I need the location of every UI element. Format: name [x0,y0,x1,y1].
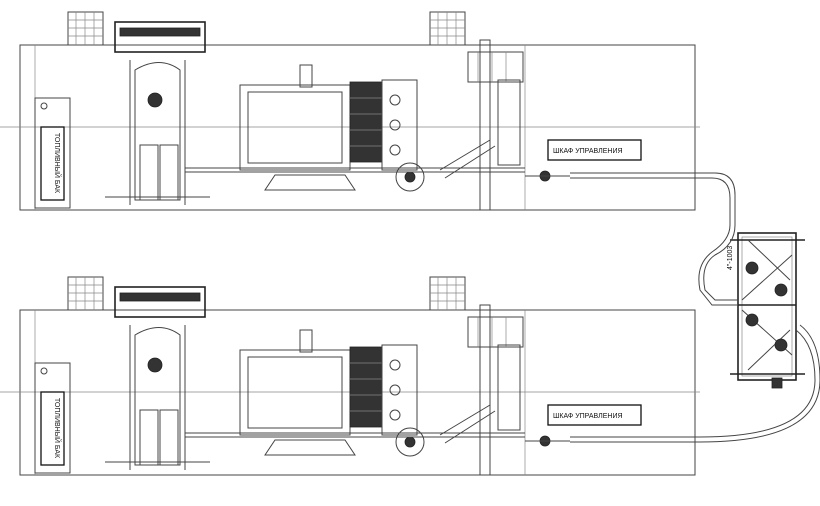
manifold-valve-icon [745,261,788,352]
pump-unit-2: ТОПЛИВНЫЙ БАК ШКАФ УПРАВЛЕНИЯ [0,276,700,476]
control-cabinet-label: ШКАФ УПРАВЛЕНИЯ [553,413,623,420]
manifold-skid: 4"-1003 [727,232,805,389]
radiator-grille-icon [67,11,466,46]
fuel-tank-label-box [40,126,65,201]
discharge-manifold-icon [439,39,570,211]
engine-icon [105,21,210,205]
discharge-line-upper [570,172,738,306]
radiator-grille-icon [67,276,466,311]
fuel-tank-label: ТОПЛИВНЫЙ БАК [53,398,62,459]
control-cabinet-label-box [547,404,642,426]
trailer-frame [19,44,696,211]
discharge-manifold-icon [439,304,570,476]
control-cabinet-label: ШКАФ УПРАВЛЕНИЯ [553,148,623,155]
trailer-frame [19,309,696,476]
fuel-tank-label-box [40,391,65,466]
engine-icon [105,286,210,470]
pump-unit-1: ТОПЛИВНЫЙ БАК ШКАФ УПРАВЛЕНИЯ [0,11,700,211]
manifold-line-label: 4"-1003 [727,246,734,270]
plunger-pump-icon [185,64,525,192]
fuel-tank-label: ТОПЛИВНЫЙ БАК [53,133,62,194]
discharge-line-lower [570,324,820,443]
control-cabinet-label-box [547,139,642,161]
plunger-pump-icon [185,329,525,457]
